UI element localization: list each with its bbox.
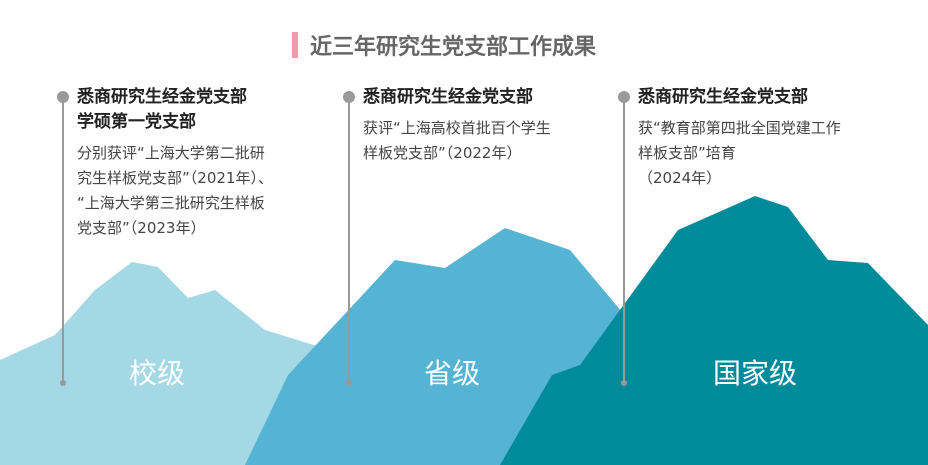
branch-name: 悉商研究生经金党支部 <box>638 87 808 107</box>
timeline-dot <box>618 91 630 103</box>
achievement-desc: 获评“上海高校首批百个学生样板党支部”（2022年） <box>363 119 551 162</box>
achievement-desc: 获“教育部第四批全国党建工作样板支部”培育（2024年） <box>638 119 841 187</box>
achievement-desc: 分别获评“上海大学第二批研究生样板党支部”（2021年）、“上海大学第三批研究生… <box>77 144 273 237</box>
level-label-province: 省级 <box>423 357 481 390</box>
timeline-dot <box>57 91 69 103</box>
mountain-national <box>500 196 928 465</box>
level-label-school: 校级 <box>128 357 186 390</box>
timeline-dot <box>621 380 627 386</box>
timeline-dot <box>346 380 352 386</box>
achievement-school: 悉商研究生经金党支部学硕第一党支部 分别获评“上海大学第二批研究生样板党支部”（… <box>77 85 273 241</box>
achievement-national: 悉商研究生经金党支部 获“教育部第四批全国党建工作样板支部”培育（2024年） <box>638 85 841 191</box>
title-text: 近三年研究生党支部工作成果 <box>310 35 597 60</box>
page-title: 近三年研究生党支部工作成果 <box>292 29 596 61</box>
branch-name: 悉商研究生经金党支部 <box>363 87 533 107</box>
timeline-dot <box>343 91 355 103</box>
mountain-school <box>0 262 330 465</box>
timeline-dot <box>60 380 66 386</box>
achievement-province: 悉商研究生经金党支部 获评“上海高校首批百个学生样板党支部”（2022年） <box>363 85 551 166</box>
level-label-national: 国家级 <box>712 357 798 390</box>
branch-name: 悉商研究生经金党支部学硕第一党支部 <box>77 87 247 132</box>
title-accent-bar <box>292 32 298 58</box>
